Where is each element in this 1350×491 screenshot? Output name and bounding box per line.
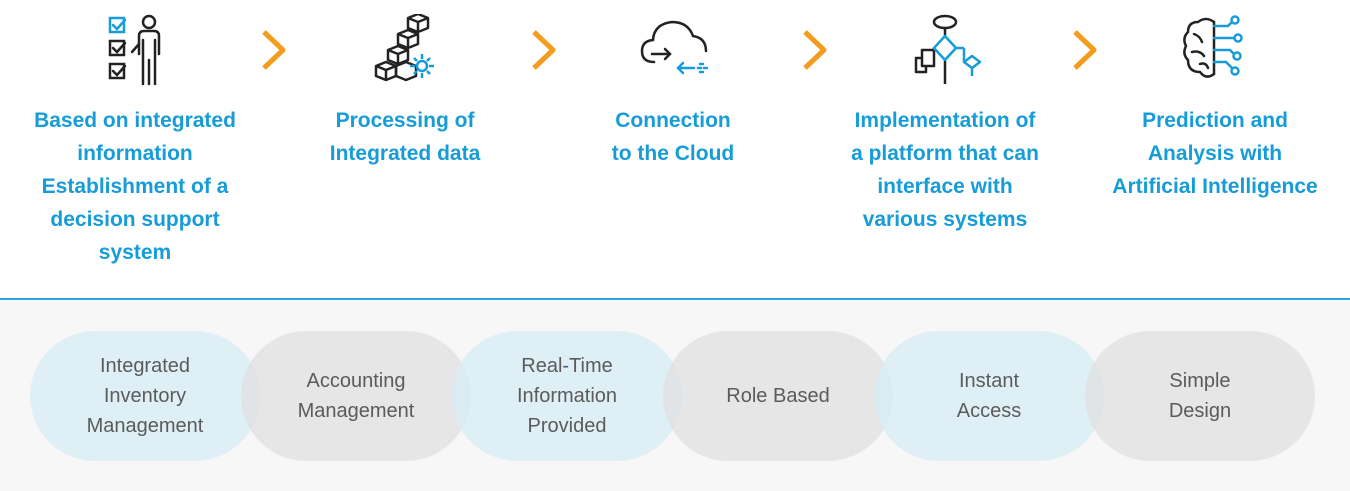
step-label: Processing of Integrated data (329, 109, 481, 165)
step-label: Prediction and Analysis with Artificial … (1112, 109, 1318, 198)
ai-brain-icon (1183, 15, 1243, 78)
chevron-right-icon (262, 30, 286, 70)
chevron-right-icon (532, 30, 556, 70)
feature-real-time-information: Real-Time Information Provided (452, 331, 682, 461)
section-divider (0, 298, 1350, 300)
feature-accounting-management: Accounting Management (241, 331, 471, 461)
flowchart-icon (914, 14, 982, 84)
process-section: Based on integrated information Establis… (34, 14, 1318, 264)
step-label: Based on integrated information Establis… (34, 109, 236, 264)
step-label: Connection to the Cloud (611, 109, 735, 165)
feature-instant-access: Instant Access (874, 331, 1104, 461)
feature-integrated-inventory: Integrated Inventory Management (30, 331, 260, 461)
feature-role-based: Role Based (663, 331, 893, 461)
chevron-right-icon (1073, 30, 1097, 70)
blocks-gear-icon (374, 14, 434, 82)
feature-simple-design: Simple Design (1085, 331, 1315, 461)
chevron-right-icon (803, 30, 827, 70)
cloud-connection-icon (640, 20, 709, 75)
step-label: Implementation of a platform that can in… (851, 109, 1039, 231)
checklist-person-icon (108, 14, 161, 86)
